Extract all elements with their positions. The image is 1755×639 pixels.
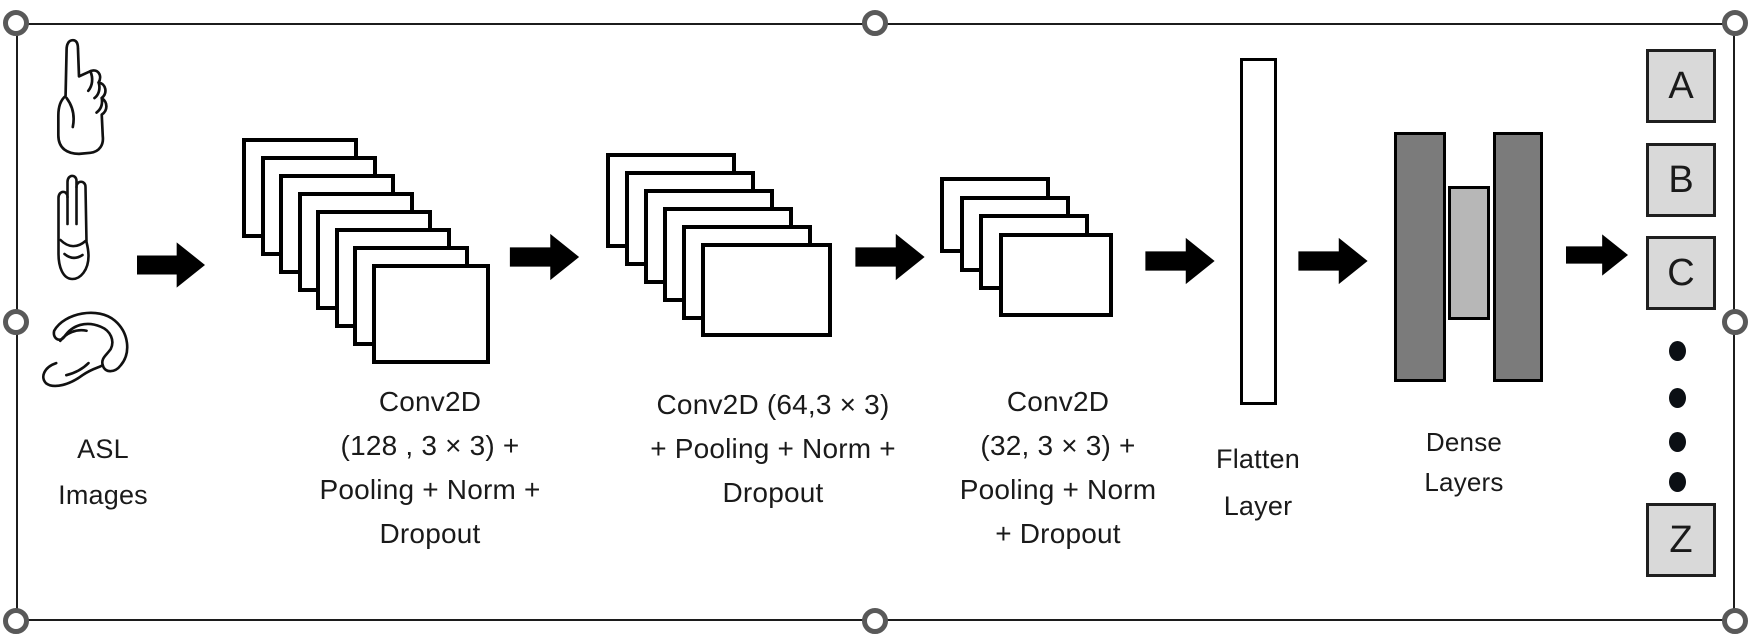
dense-layers-label: Dense Layers bbox=[1364, 422, 1564, 502]
ellipsis-dot bbox=[1669, 388, 1686, 408]
conv-block-1-label-line4: Dropout bbox=[379, 518, 481, 549]
selection-handle-bottom-right[interactable] bbox=[1722, 608, 1748, 634]
right-arrow-icon bbox=[507, 232, 582, 282]
selection-handle-middle-left[interactable] bbox=[3, 309, 29, 335]
ellipsis-dot bbox=[1669, 432, 1686, 452]
conv-block-3-label-line2: (32, 3 × 3) + bbox=[980, 430, 1136, 461]
dense-layer-bar-middle bbox=[1448, 186, 1490, 320]
right-arrow-icon bbox=[853, 232, 927, 282]
right-arrow-icon bbox=[1296, 236, 1370, 286]
output-letter-box-z: Z bbox=[1646, 503, 1716, 577]
ellipsis-dot bbox=[1669, 472, 1686, 492]
asl-hand-curved-c-icon bbox=[36, 304, 132, 406]
conv-block-3-label-line4: + Dropout bbox=[995, 518, 1121, 549]
conv-block-2-label: Conv2D (64,3 × 3) + Pooling + Norm + Dro… bbox=[623, 383, 923, 515]
flatten-label-line1: Flatten bbox=[1216, 444, 1300, 474]
dense-label-line1: Dense bbox=[1425, 427, 1503, 457]
conv-block-3-label: Conv2D (32, 3 × 3) + Pooling + Norm + Dr… bbox=[908, 380, 1208, 556]
conv-block-1-label-line2: (128 , 3 × 3) + bbox=[340, 430, 520, 461]
output-letter-box-a: A bbox=[1646, 49, 1716, 123]
selection-handle-bottom-left[interactable] bbox=[3, 608, 29, 634]
feature-map-sheet bbox=[701, 243, 832, 337]
asl-images-label: ASL Images bbox=[8, 426, 198, 518]
selection-handle-top-center[interactable] bbox=[862, 10, 888, 36]
output-letter-box-b: B bbox=[1646, 143, 1716, 217]
right-arrow-icon bbox=[137, 240, 205, 290]
conv-block-1-label: Conv2D (128 , 3 × 3) + Pooling + Norm + … bbox=[280, 380, 580, 556]
conv-block-2-label-line2: + Pooling + Norm + bbox=[650, 433, 896, 464]
output-letter-box-c: C bbox=[1646, 236, 1716, 310]
selection-handle-top-right[interactable] bbox=[1722, 10, 1748, 36]
dense-label-line2: Layers bbox=[1424, 467, 1504, 497]
selection-handle-middle-right[interactable] bbox=[1722, 309, 1748, 335]
dense-layer-bar-right bbox=[1493, 132, 1543, 382]
flatten-layer-label: Flatten Layer bbox=[1158, 436, 1358, 530]
ellipsis-dot bbox=[1669, 341, 1686, 361]
conv-block-1-label-line3: Pooling + Norm + bbox=[319, 474, 541, 505]
asl-images-label-line1: ASL bbox=[77, 434, 129, 464]
asl-hand-pointing-up-icon bbox=[48, 34, 110, 158]
conv-block-3-label-line1: Conv2D bbox=[1006, 386, 1110, 417]
conv-block-1-label-line1: Conv2D bbox=[378, 386, 482, 417]
feature-map-sheet bbox=[998, 232, 1113, 317]
flatten-label-line2: Layer bbox=[1223, 491, 1293, 521]
dense-layer-bar-left bbox=[1394, 132, 1446, 382]
flatten-layer-shape bbox=[1240, 58, 1277, 405]
selection-frame[interactable] bbox=[16, 23, 1735, 621]
conv-block-2-label-line1: Conv2D (64,3 × 3) bbox=[656, 389, 890, 420]
conv-block-2-label-line3: Dropout bbox=[722, 477, 824, 508]
selection-handle-bottom-center[interactable] bbox=[862, 608, 888, 634]
asl-hand-flat-icon bbox=[46, 166, 102, 286]
right-arrow-icon bbox=[1143, 236, 1217, 286]
feature-map-sheet bbox=[371, 264, 490, 364]
right-arrow-icon bbox=[1566, 231, 1628, 279]
asl-images-label-line2: Images bbox=[58, 480, 148, 510]
conv-block-3-label-line3: Pooling + Norm bbox=[959, 474, 1157, 505]
selection-handle-top-left[interactable] bbox=[3, 10, 29, 36]
